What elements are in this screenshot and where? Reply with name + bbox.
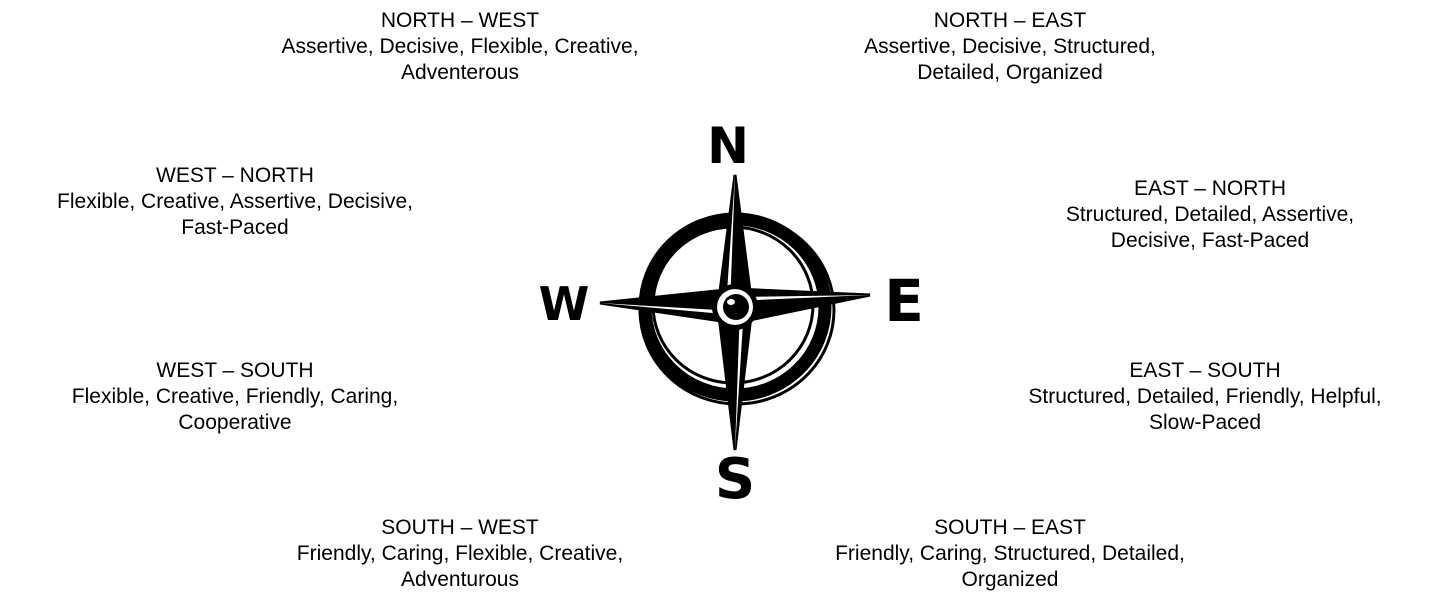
compass-rose-icon: N E S W: [530, 115, 920, 505]
east-north-traits-line-1: Structured, Detailed, Assertive,: [990, 202, 1430, 228]
west-north-traits-line-2: Fast-Paced: [0, 215, 470, 241]
south-east-traits-line-1: Friendly, Caring, Structured, Detailed,: [780, 541, 1240, 567]
west-south-title: WEST – SOUTH: [0, 358, 470, 384]
compass-label-n: N: [707, 117, 749, 175]
north-west-traits-line-2: Adventerous: [230, 60, 690, 86]
north-west-traits-line-1: Assertive, Decisive, Flexible, Creative,: [230, 34, 690, 60]
north-west-title: NORTH – WEST: [230, 8, 690, 34]
compass-label-e: E: [884, 267, 920, 335]
south-east-title: SOUTH – EAST: [780, 515, 1240, 541]
south-west-block: SOUTH – WEST Friendly, Caring, Flexible,…: [230, 515, 690, 593]
east-north-title: EAST – NORTH: [990, 176, 1430, 202]
east-south-traits-line-1: Structured, Detailed, Friendly, Helpful,: [970, 384, 1440, 410]
east-south-block: EAST – SOUTH Structured, Detailed, Frien…: [970, 358, 1440, 436]
south-east-block: SOUTH – EAST Friendly, Caring, Structure…: [780, 515, 1240, 593]
north-east-traits-line-1: Assertive, Decisive, Structured,: [780, 34, 1240, 60]
west-south-traits-line-2: Cooperative: [0, 410, 470, 436]
west-north-block: WEST – NORTH Flexible, Creative, Asserti…: [0, 163, 470, 241]
north-east-block: NORTH – EAST Assertive, Decisive, Struct…: [780, 8, 1240, 86]
south-west-title: SOUTH – WEST: [230, 515, 690, 541]
west-south-traits-line-1: Flexible, Creative, Friendly, Caring,: [0, 384, 470, 410]
east-north-traits-line-2: Decisive, Fast-Paced: [990, 228, 1430, 254]
compass-label-s: S: [715, 447, 755, 505]
west-south-block: WEST – SOUTH Flexible, Creative, Friendl…: [0, 358, 470, 436]
south-east-traits-line-2: Organized: [780, 567, 1240, 593]
compass-hub: [712, 284, 758, 330]
west-north-traits-line-1: Flexible, Creative, Assertive, Decisive,: [0, 189, 470, 215]
east-north-block: EAST – NORTH Structured, Detailed, Asser…: [990, 176, 1430, 254]
west-north-title: WEST – NORTH: [0, 163, 470, 189]
east-south-traits-line-2: Slow-Paced: [970, 410, 1440, 436]
north-east-title: NORTH – EAST: [780, 8, 1240, 34]
north-east-traits-line-2: Detailed, Organized: [780, 60, 1240, 86]
compass-label-w: W: [539, 277, 590, 331]
north-west-block: NORTH – WEST Assertive, Decisive, Flexib…: [230, 8, 690, 86]
south-west-traits-line-1: Friendly, Caring, Flexible, Creative,: [230, 541, 690, 567]
south-west-traits-line-2: Adventurous: [230, 567, 690, 593]
east-south-title: EAST – SOUTH: [970, 358, 1440, 384]
